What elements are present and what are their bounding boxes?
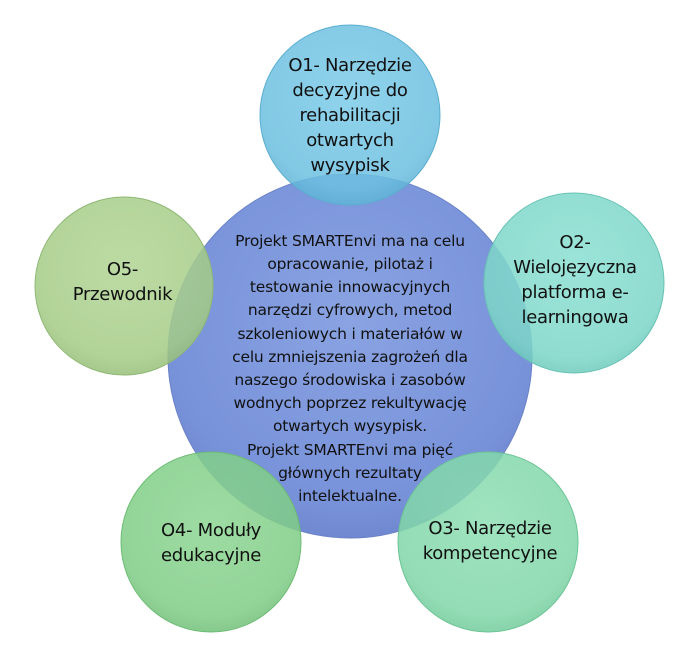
node-o1-label: O1- Narzędzie decyzyjne do rehabilitacji… [288, 54, 412, 176]
node-o2-label: O2- Wielojęzyczna platforma e- learningo… [513, 232, 637, 328]
node-o5-circle [34, 196, 214, 376]
node-o1-circle [259, 24, 441, 206]
node-o4-label: O4- Moduły edukacyjne [160, 520, 262, 566]
node-o3-circle [397, 451, 579, 633]
node-o2-circle [483, 192, 665, 374]
node-o4-circle [120, 451, 302, 633]
node-o3-label: O3- Narzędzie kompetencyjne [422, 518, 558, 564]
node-o5-label: O5- Przewodnik [72, 259, 173, 305]
center-description: Projekt SMARTEnvi ma na celu opracowanie… [232, 231, 468, 506]
